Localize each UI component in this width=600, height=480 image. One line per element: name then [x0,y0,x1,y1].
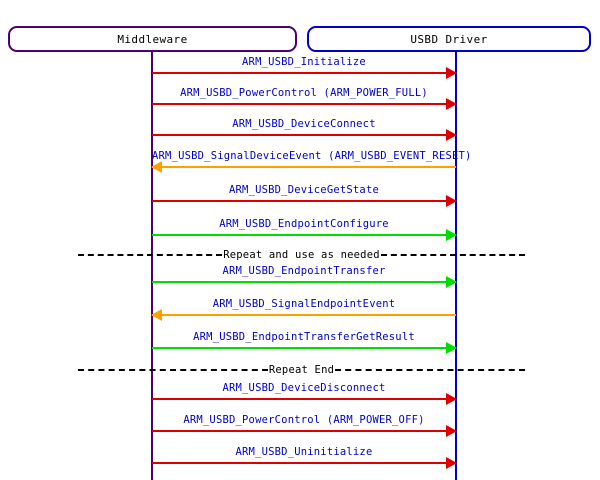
arrowhead-right-icon [446,425,457,437]
message-label: ARM_USBD_EndpointConfigure [219,218,389,230]
separator-label: Repeat End [267,364,336,376]
separator-rule-left [78,254,223,256]
message-line [152,166,456,168]
participant-label-usbd-driver: USBD Driver [410,32,488,46]
message-label: ARM_USBD_SignalEndpointEvent [212,298,396,310]
arrowhead-right-icon [446,342,457,354]
arrowhead-right-icon [446,229,457,241]
message-line [152,200,456,202]
message-line [152,462,456,464]
arrowhead-right-icon [446,393,457,405]
message-label: ARM_USBD_DeviceGetState [229,184,379,196]
message-line [152,281,456,283]
message-line [152,430,456,432]
message-line [152,347,456,349]
arrowhead-left-icon [151,309,162,321]
separator-rule-left [78,369,268,371]
participant-box-middleware: Middleware [8,26,297,52]
arrowhead-right-icon [446,129,457,141]
message-line [152,314,456,316]
message-label: ARM_USBD_PowerControl (ARM_POWER_OFF) [183,414,425,426]
arrowhead-right-icon [446,67,457,79]
message-label: ARM_USBD_SignalDeviceEvent (ARM_USBD_EVE… [152,150,472,162]
lifeline-usbd-driver [455,51,457,480]
message-label: ARM_USBD_DeviceDisconnect [222,382,386,394]
message-line [152,134,456,136]
separator-rule-right [335,369,525,371]
participant-label-middleware: Middleware [117,32,188,46]
arrowhead-right-icon [446,98,457,110]
arrowhead-right-icon [446,195,457,207]
message-label: ARM_USBD_Initialize [242,56,366,68]
message-label: ARM_USBD_Uninitialize [235,446,373,458]
message-label: ARM_USBD_DeviceConnect [232,118,376,130]
message-line [152,72,456,74]
message-label: ARM_USBD_PowerControl (ARM_POWER_FULL) [180,87,428,99]
participant-box-usbd-driver: USBD Driver [307,26,591,52]
message-label: ARM_USBD_EndpointTransfer [222,265,386,277]
message-line [152,398,456,400]
message-line [152,234,456,236]
separator-label: Repeat and use as needed [222,249,381,261]
message-line [152,103,456,105]
arrowhead-left-icon [151,161,162,173]
arrowhead-right-icon [446,276,457,288]
separator-repeat-end: Repeat End [78,363,525,377]
separator-repeat-and-use-as-needed: Repeat and use as needed [78,248,525,262]
arrowhead-right-icon [446,457,457,469]
message-label: ARM_USBD_EndpointTransferGetResult [193,331,415,343]
lifeline-middleware [151,51,153,480]
separator-rule-right [380,254,525,256]
